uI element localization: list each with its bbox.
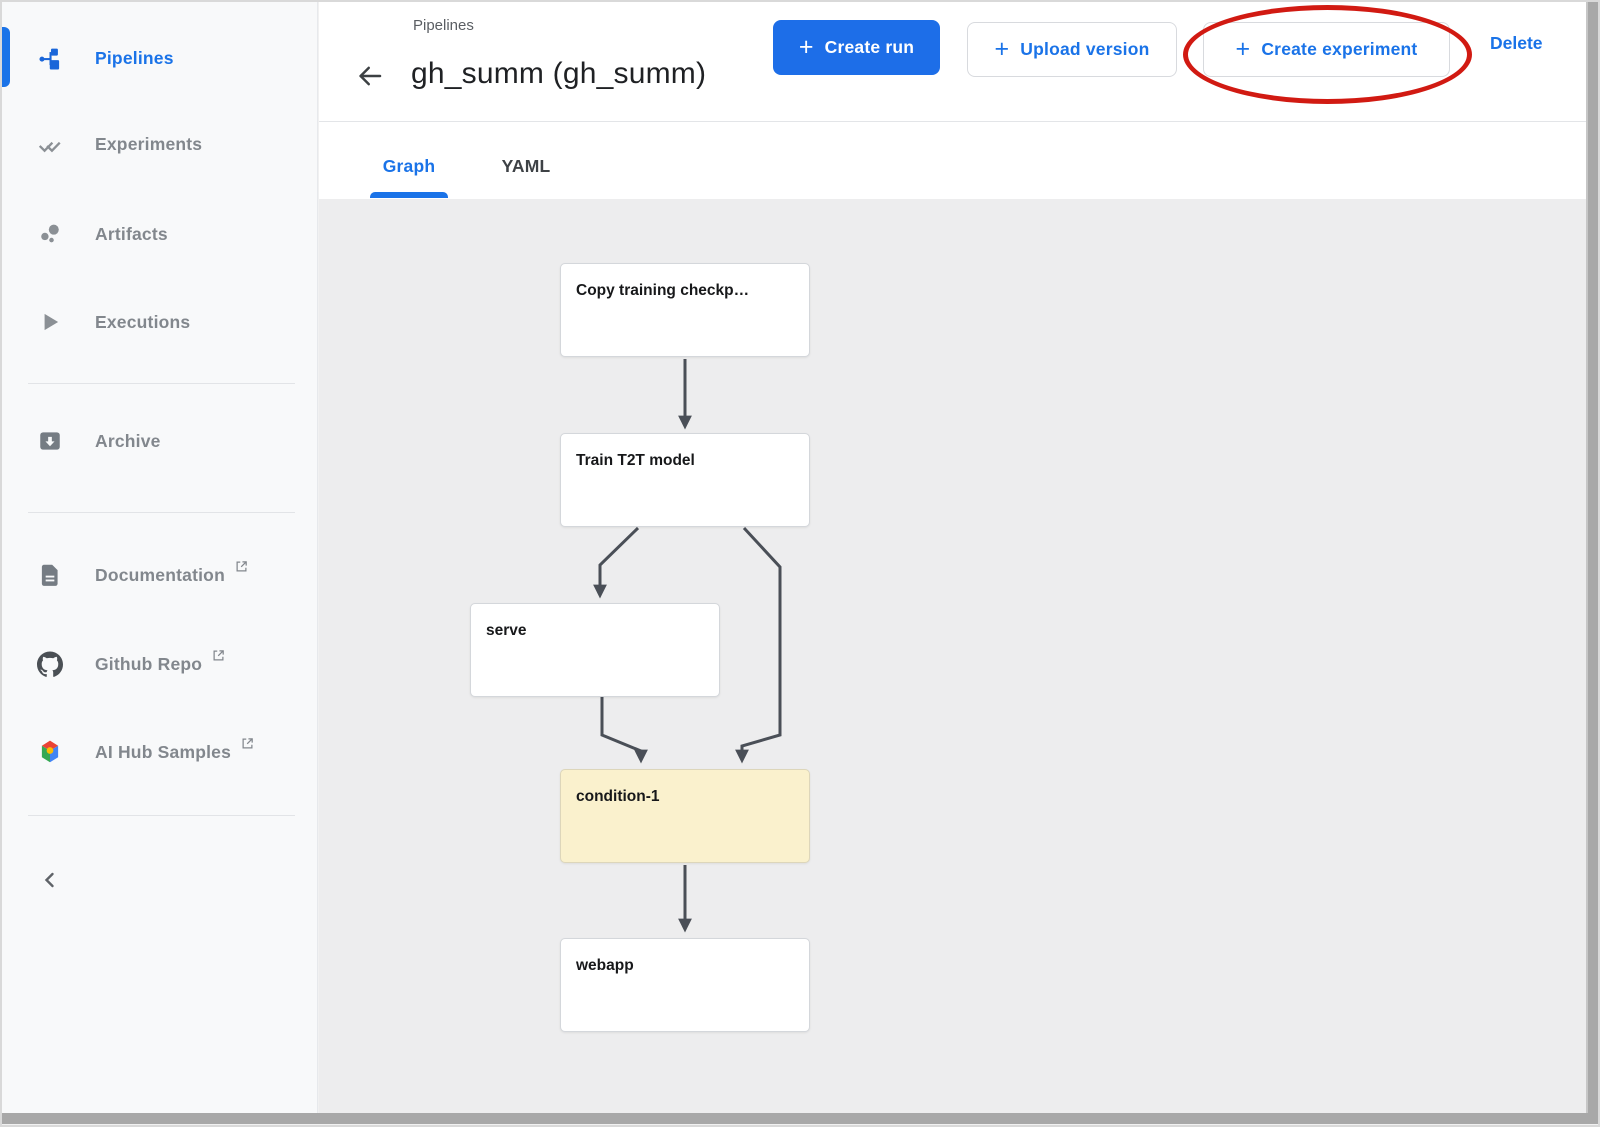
collapse-sidebar-button[interactable] [34,866,66,898]
sidebar-item-documentation[interactable]: Documentation [0,547,318,603]
sidebar-item-label: Experiments [95,133,203,154]
graph-edges [593,359,782,933]
sidebar-item-label: AI Hub Samples [95,737,255,763]
sidebar-item-label: Executions [95,311,191,332]
upload-version-button[interactable]: + Upload version [967,22,1177,77]
node-label: webapp [576,957,634,974]
external-link-icon [211,647,226,668]
vertical-scrollbar[interactable] [1586,0,1600,1113]
graph-node-serve[interactable]: serve [470,603,720,697]
pipeline-graph-canvas[interactable]: Copy training checkp… Train T2T model se… [319,199,1586,1113]
arrow-left-icon [355,61,385,96]
sidebar-divider [28,512,295,513]
sidebar-item-pipelines[interactable]: Pipelines [0,30,318,86]
page-title: gh_summ (gh_summ) [411,57,707,90]
archive-icon [36,427,64,455]
create-experiment-label: Create experiment [1261,39,1418,59]
upload-version-label: Upload version [1020,39,1150,59]
executions-icon [36,308,64,336]
sidebar-item-experiments[interactable]: Experiments [0,116,318,172]
sidebar-item-label: Archive [95,430,161,451]
header-divider [319,121,1586,122]
external-link-icon [240,735,255,756]
graph-node-copy-training-checkpoint[interactable]: Copy training checkp… [560,263,810,357]
horizontal-scrollbar[interactable] [0,1113,1600,1124]
tab-graph[interactable]: Graph [382,156,436,176]
graph-node-condition-1[interactable]: condition-1 [560,769,810,863]
experiments-icon [36,130,64,158]
chevron-left-icon [38,868,62,897]
create-run-button[interactable]: + Create run [773,20,940,75]
breadcrumb[interactable]: Pipelines [413,17,474,34]
node-label: Train T2T model [576,452,695,469]
create-run-label: Create run [824,37,915,57]
sidebar-item-label: Github Repo [95,649,226,675]
active-tab-underline [370,192,448,198]
graph-node-webapp[interactable]: webapp [560,938,810,1032]
document-icon [36,561,64,589]
pipelines-icon [36,44,64,72]
tab-yaml[interactable]: YAML [501,156,551,176]
external-link-icon [234,558,249,579]
sidebar-divider [28,815,295,816]
node-label: serve [486,622,527,639]
sidebar-divider [28,383,295,384]
active-item-indicator [0,27,10,87]
ai-hub-icon [36,738,64,766]
sidebar-item-label: Documentation [95,560,249,586]
artifacts-icon [36,220,64,248]
sidebar-item-label: Pipelines [95,47,174,68]
github-icon [36,650,64,678]
sidebar-item-artifacts[interactable]: Artifacts [0,206,318,262]
delete-button[interactable]: Delete [1490,33,1543,53]
sidebar-item-executions[interactable]: Executions [0,294,318,350]
back-button[interactable] [352,60,388,96]
sidebar-item-github-repo[interactable]: Github Repo [0,636,318,692]
sidebar-item-archive[interactable]: Archive [0,413,318,469]
node-label: Copy training checkp… [576,282,750,299]
sidebar-item-label: Artifacts [95,223,168,244]
create-experiment-button[interactable]: + Create experiment [1203,22,1450,77]
sidebar-item-ai-hub-samples[interactable]: AI Hub Samples [0,724,318,780]
sidebar: Pipelines Experiments Artifacts [0,0,318,1113]
node-label: condition-1 [576,788,660,805]
graph-node-train-t2t-model[interactable]: Train T2T model [560,433,810,527]
